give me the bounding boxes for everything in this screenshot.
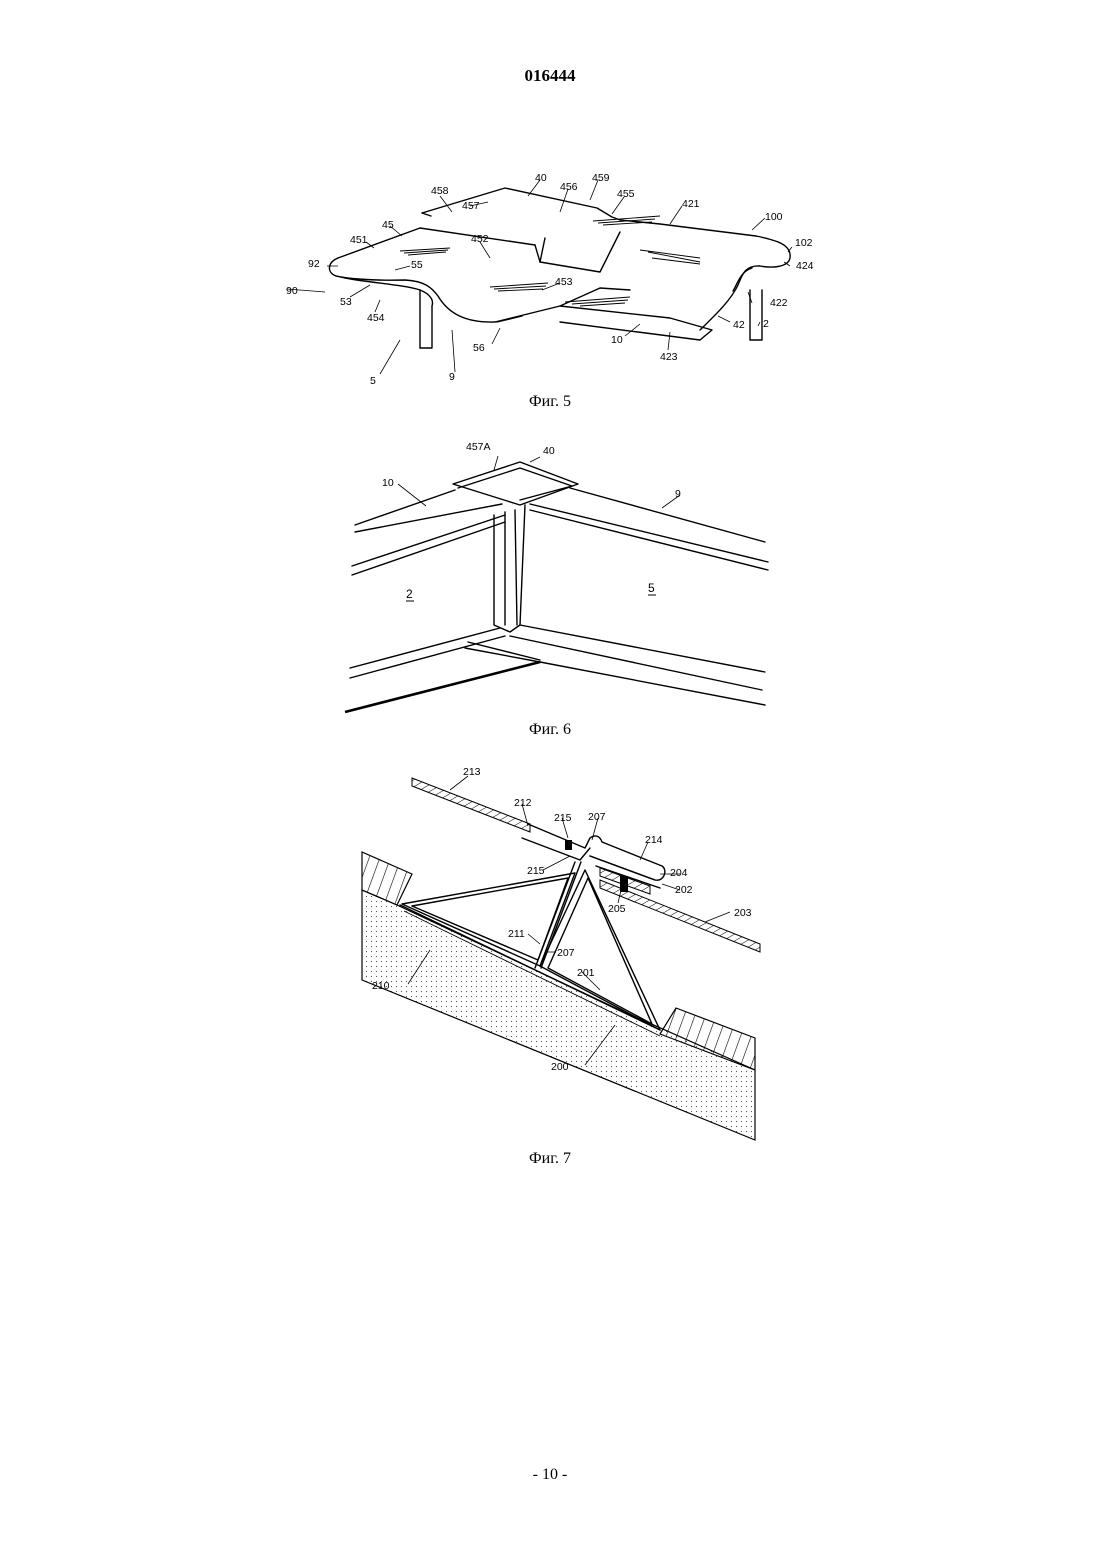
svg-text:92: 92: [308, 258, 320, 270]
svg-text:210: 210: [372, 980, 390, 992]
svg-text:451: 451: [350, 234, 368, 246]
svg-text:459: 459: [592, 172, 610, 184]
figure-6-drawing: 457A 40 10 9 2 5: [340, 438, 780, 723]
svg-text:424: 424: [796, 260, 814, 272]
svg-text:5: 5: [648, 581, 655, 595]
svg-text:200: 200: [551, 1061, 569, 1073]
svg-text:2: 2: [406, 587, 413, 601]
svg-text:204: 204: [670, 867, 688, 879]
svg-text:53: 53: [340, 296, 352, 308]
svg-text:457: 457: [462, 200, 480, 212]
svg-text:214: 214: [645, 834, 663, 846]
svg-text:215: 215: [554, 812, 572, 824]
svg-text:207: 207: [557, 947, 575, 959]
page-number: - 10 -: [0, 1466, 1100, 1484]
svg-text:455: 455: [617, 188, 635, 200]
figure-5-caption: Фиг. 5: [0, 393, 1100, 411]
document-number: 016444: [0, 66, 1100, 86]
svg-text:201: 201: [577, 967, 595, 979]
svg-text:215: 215: [527, 865, 545, 877]
svg-text:40: 40: [543, 445, 555, 457]
svg-text:212: 212: [514, 797, 532, 809]
svg-text:45: 45: [382, 219, 394, 231]
svg-text:102: 102: [795, 237, 813, 249]
svg-text:457A: 457A: [466, 441, 491, 453]
svg-text:213: 213: [463, 766, 481, 778]
svg-text:100: 100: [765, 211, 783, 223]
svg-text:202: 202: [675, 884, 693, 896]
svg-text:55: 55: [411, 259, 423, 271]
svg-text:205: 205: [608, 903, 626, 915]
svg-text:9: 9: [675, 488, 681, 500]
svg-text:203: 203: [734, 907, 752, 919]
svg-text:211: 211: [508, 928, 525, 940]
svg-text:10: 10: [611, 334, 623, 346]
svg-text:42: 42: [733, 319, 745, 331]
figure-6-caption: Фиг. 6: [0, 721, 1100, 739]
figure-7-caption: Фиг. 7: [0, 1150, 1100, 1168]
svg-text:421: 421: [682, 198, 700, 210]
svg-text:10: 10: [382, 477, 394, 489]
svg-text:456: 456: [560, 181, 578, 193]
svg-text:2: 2: [763, 318, 769, 330]
figure-5-drawing: 45740459 458456455 42110045 45145292 551…: [280, 160, 820, 395]
figure-7-drawing: 213212215 207214215 204202205 203211207 …: [355, 765, 775, 1147]
svg-text:207: 207: [588, 811, 606, 823]
svg-text:9: 9: [449, 371, 455, 383]
svg-text:454: 454: [367, 312, 385, 324]
svg-text:453: 453: [555, 276, 573, 288]
svg-text:90: 90: [286, 285, 298, 297]
svg-text:423: 423: [660, 351, 678, 363]
svg-text:56: 56: [473, 342, 485, 354]
svg-text:40: 40: [535, 172, 547, 184]
svg-text:458: 458: [431, 185, 449, 197]
svg-text:422: 422: [770, 297, 788, 309]
svg-text:452: 452: [471, 233, 489, 245]
svg-text:5: 5: [370, 375, 376, 387]
